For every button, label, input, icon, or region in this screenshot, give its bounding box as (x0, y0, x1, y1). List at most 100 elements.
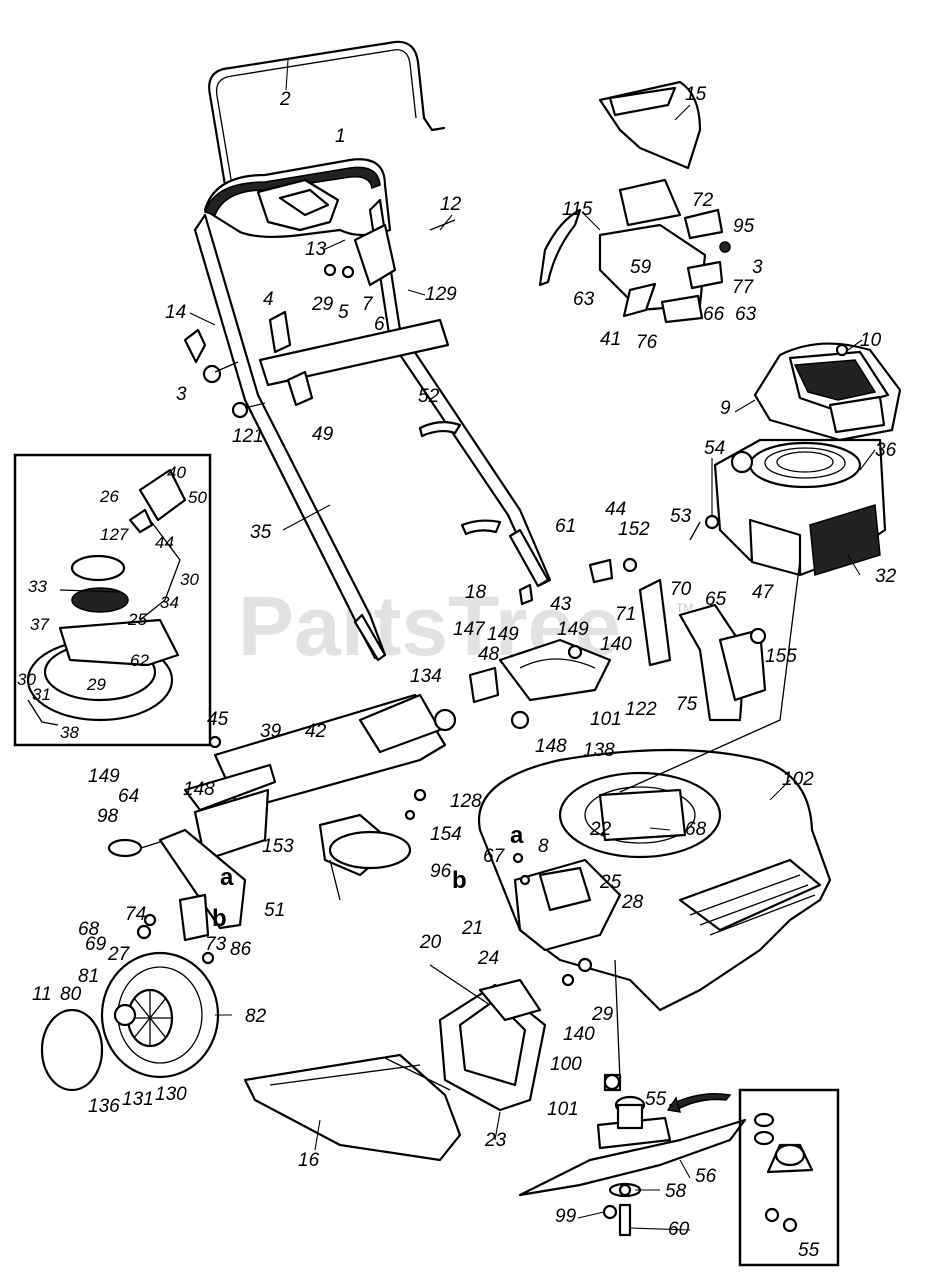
callout-28: 28 (621, 892, 644, 913)
callout-38: 38 (60, 723, 79, 742)
engine-cover-part[interactable] (753, 342, 902, 442)
callout-98: 98 (97, 806, 119, 827)
callout-140a: 140 (600, 634, 632, 655)
callout-138: 138 (583, 740, 615, 761)
callout-b1: b (452, 867, 467, 894)
callout-30: 30 (180, 570, 199, 589)
callout-80: 80 (60, 984, 82, 1005)
callout-7: 7 (362, 294, 374, 315)
blade-adapter-inset (738, 1088, 840, 1267)
callout-81: 81 (78, 966, 99, 987)
callout-50: 50 (188, 488, 207, 507)
blade-assembly-part[interactable] (518, 1073, 747, 1237)
callout-25: 25 (127, 610, 147, 629)
callout-115: 115 (562, 199, 593, 220)
callout-61: 61 (555, 516, 576, 537)
callout-32: 32 (875, 566, 897, 587)
callout-59: 59 (630, 257, 652, 278)
callout-48: 48 (478, 644, 500, 665)
callout-35: 35 (250, 522, 272, 543)
callout-76: 76 (636, 332, 658, 353)
callout-149b: 149 (557, 619, 589, 640)
callout-34: 34 (160, 593, 179, 612)
callout-24: 24 (477, 948, 499, 969)
callout-66: 66 (703, 304, 725, 325)
callout-101a: 101 (590, 709, 622, 730)
callout-26: 26 (99, 487, 119, 506)
upper-handle-part[interactable] (208, 40, 446, 187)
callout-29: 29 (311, 294, 334, 315)
callout-23: 23 (484, 1130, 507, 1151)
rear-wheel-part[interactable] (40, 828, 247, 1092)
callout-a2: a (220, 864, 234, 891)
callout-74: 74 (125, 904, 146, 925)
grass-bag-part[interactable] (243, 1053, 462, 1162)
callout-45: 45 (207, 709, 229, 730)
callout-25b: 25 (599, 872, 622, 893)
callout-8: 8 (538, 836, 549, 857)
leader-lines (189, 104, 876, 1231)
callout-53: 53 (670, 506, 692, 527)
callout-15: 15 (685, 84, 707, 105)
callout-121: 121 (232, 426, 264, 447)
callout-67: 67 (483, 846, 506, 867)
callout-86: 86 (230, 939, 252, 960)
callout-56: 56 (695, 1166, 717, 1187)
callout-31: 31 (32, 685, 51, 704)
callout-140b: 140 (563, 1024, 595, 1045)
callout-131: 131 (122, 1089, 154, 1110)
callout-49: 49 (312, 424, 334, 445)
callout-99: 99 (555, 1206, 577, 1227)
callout-1: 1 (335, 126, 346, 147)
callout-127: 127 (100, 525, 129, 544)
deck-cover-part[interactable] (183, 693, 530, 862)
handle-hardware (183, 219, 534, 606)
callout-18: 18 (465, 582, 487, 603)
callout-102: 102 (782, 769, 814, 790)
mower-deck-part[interactable] (0, 0, 832, 1081)
callout-11: 11 (32, 984, 52, 1005)
callout-63a: 63 (573, 289, 595, 310)
callout-64: 64 (118, 786, 139, 807)
callout-100: 100 (550, 1054, 582, 1075)
callout-37: 37 (30, 615, 49, 634)
callout-69: 69 (85, 934, 107, 955)
lower-handle-part[interactable] (193, 198, 552, 662)
callout-47: 47 (752, 582, 775, 603)
callout-75: 75 (676, 694, 698, 715)
callout-153: 153 (262, 836, 294, 857)
callout-136: 136 (88, 1096, 120, 1117)
callout-41: 41 (600, 329, 621, 350)
callout-68a: 68 (685, 819, 707, 840)
callout-40: 40 (167, 463, 186, 482)
lever-assembly-part[interactable] (468, 557, 767, 722)
callout-122: 122 (625, 699, 657, 720)
callout-63b: 63 (735, 304, 757, 325)
grass-deflector-part[interactable] (538, 80, 731, 324)
callout-36: 36 (875, 440, 897, 461)
callout-129: 129 (425, 284, 457, 305)
callout-65: 65 (705, 589, 727, 610)
callout-152: 152 (618, 519, 650, 540)
callout-148b: 148 (183, 779, 215, 800)
callout-10: 10 (860, 330, 882, 351)
callout-134: 134 (410, 666, 442, 687)
callout-148a: 148 (535, 736, 567, 757)
callout-29c: 29 (591, 1004, 614, 1025)
callout-149a: 149 (487, 624, 519, 645)
callout-58: 58 (665, 1181, 687, 1202)
callout-73: 73 (205, 934, 227, 955)
engine-part[interactable] (689, 438, 887, 577)
callout-43: 43 (550, 594, 572, 615)
bag-frame-part[interactable] (438, 978, 547, 1112)
callout-b2: b (212, 905, 227, 932)
callout-101b: 101 (547, 1099, 579, 1120)
callout-12: 12 (440, 194, 462, 215)
callout-22: 22 (589, 819, 612, 840)
callout-13: 13 (305, 239, 327, 260)
callout-155: 155 (765, 646, 797, 667)
callout-27: 27 (107, 944, 131, 965)
callout-39: 39 (260, 721, 282, 742)
control-panel-part[interactable] (203, 158, 392, 239)
